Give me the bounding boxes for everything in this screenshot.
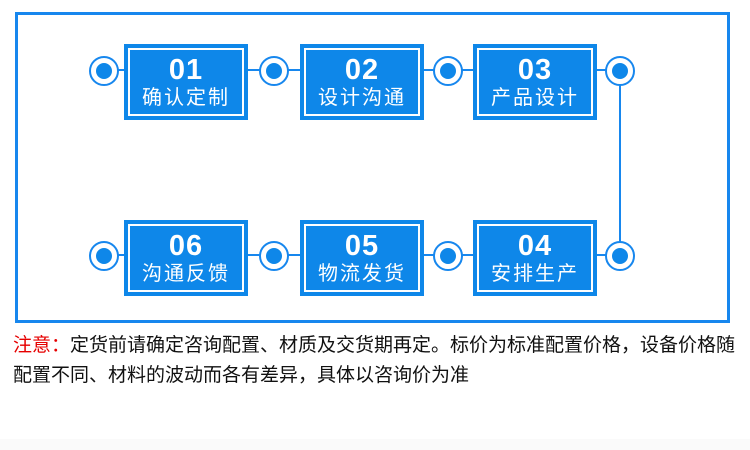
- connector-node-dot: [612, 63, 628, 79]
- connector-node: [89, 241, 119, 271]
- step-label: 安排生产: [491, 263, 579, 285]
- step-box-03: 03 产品设计: [473, 44, 597, 120]
- step-number: 05: [344, 230, 380, 262]
- step-number: 06: [168, 230, 204, 262]
- connector-node-dot: [266, 63, 282, 79]
- step-box-04: 04 安排生产: [473, 220, 597, 296]
- connector-node: [433, 56, 463, 86]
- step-box-02: 02 设计沟通: [300, 44, 424, 120]
- notice-paragraph: 注意：定货前请确定咨询配置、材质及交货期再定。标价为标准配置价格，设备价格随配置…: [13, 331, 742, 391]
- step-label: 产品设计: [491, 87, 579, 109]
- connector-node-dot: [612, 248, 628, 264]
- connector-node: [89, 56, 119, 86]
- connector-node: [605, 241, 635, 271]
- notice-prefix: 注意：: [13, 335, 71, 356]
- connector-node: [259, 241, 289, 271]
- connector-node-dot: [96, 63, 112, 79]
- connector-line-right-vertical: [619, 70, 621, 256]
- step-label: 设计沟通: [318, 87, 406, 109]
- step-label: 确认定制: [142, 87, 230, 109]
- connector-node: [259, 56, 289, 86]
- step-number: 02: [344, 54, 380, 86]
- notice-body: 定货前请确定咨询配置、材质及交货期再定。标价为标准配置价格，设备价格随配置不同、…: [13, 335, 736, 386]
- connector-node-dot: [266, 248, 282, 264]
- step-box-06: 06 沟通反馈: [124, 220, 248, 296]
- connector-node: [433, 241, 463, 271]
- step-number: 03: [517, 54, 553, 86]
- connector-node: [605, 56, 635, 86]
- step-number: 01: [168, 54, 204, 86]
- step-label: 物流发货: [318, 263, 406, 285]
- step-number: 04: [517, 230, 553, 262]
- step-box-05: 05 物流发货: [300, 220, 424, 296]
- step-label: 沟通反馈: [142, 263, 230, 285]
- connector-node-dot: [96, 248, 112, 264]
- connector-node-dot: [440, 63, 456, 79]
- step-box-01: 01 确认定制: [124, 44, 248, 120]
- connector-node-dot: [440, 248, 456, 264]
- bottom-divider-bar: [0, 439, 750, 450]
